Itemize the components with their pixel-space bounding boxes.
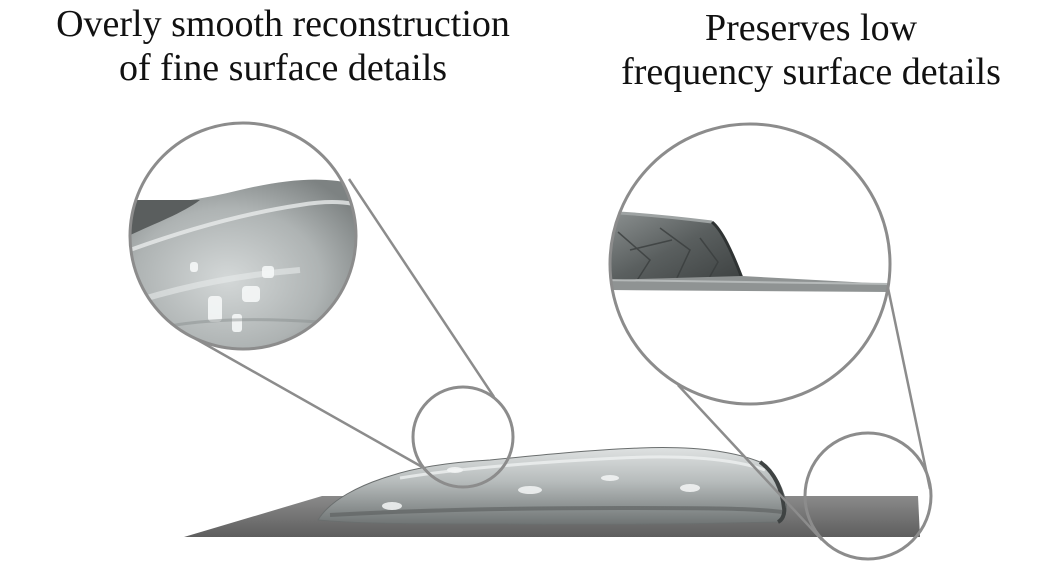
left-connector-top (347, 178, 496, 398)
left-caption-line-1: Overly smooth reconstruction (56, 3, 510, 45)
right-caption-line-2: frequency surface details (621, 51, 1001, 93)
right-caption-line-1: Preserves low (704, 7, 918, 49)
right-magnifier-zoom-circle (608, 122, 892, 406)
left-caption: Overly smooth reconstruction of fine sur… (0, 2, 566, 90)
right-zoom-view (610, 124, 890, 404)
mesh-shadow-band (329, 505, 783, 517)
left-connector-bottom (195, 337, 425, 470)
right-caption: Preserves low frequency surface details (574, 6, 1048, 94)
left-magnifier-zoom-circle (128, 121, 358, 351)
left-caption-line-2: of fine surface details (118, 47, 448, 89)
left-magnifier-source-circle (411, 385, 515, 489)
mesh-right-edge (758, 460, 787, 524)
right-connector-left (677, 384, 823, 541)
mesh-highlights (382, 467, 700, 510)
left-zoom-view (130, 123, 356, 349)
right-magnifier-source-circle (803, 431, 933, 561)
